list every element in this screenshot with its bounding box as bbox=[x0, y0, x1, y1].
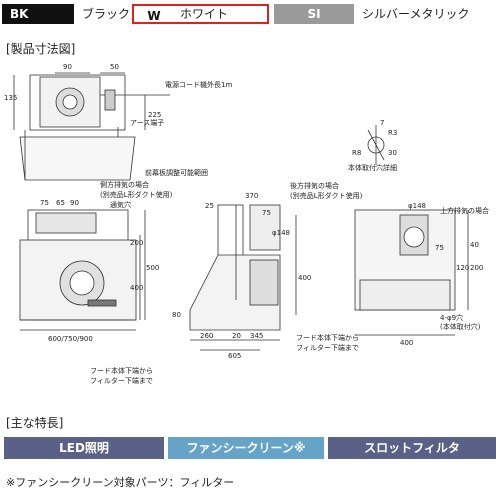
dim-225: 225 bbox=[148, 111, 161, 119]
feature-led-lighting: LED照明 bbox=[4, 437, 164, 459]
dim-7: 7 bbox=[380, 119, 384, 127]
dim-80: 80 bbox=[172, 311, 181, 319]
color-swatch-w[interactable]: W bbox=[132, 4, 174, 24]
color-swatch-w-frame bbox=[174, 4, 269, 24]
feature-fancy-clean: ファンシークリーン※ bbox=[168, 437, 324, 459]
dim-90-front: 90 bbox=[70, 199, 79, 207]
dim-25: 25 bbox=[205, 202, 214, 210]
dim-400-rear: 400 bbox=[400, 339, 413, 347]
front-adjust-label: 前幕板調整可能範囲 bbox=[145, 168, 208, 177]
hood-filter-label-b: フィルター下端まで bbox=[90, 376, 153, 385]
footnote: ※ファンシークリーン対象パーツ：フィルター bbox=[6, 476, 235, 489]
radius-r3: R3 bbox=[388, 129, 397, 137]
mount-hole-label: 本体取付穴詳細 bbox=[348, 163, 397, 172]
color-selector: BK ブラック W ホワイト SI シルバーメタリック bbox=[2, 4, 498, 24]
dim-75b: 75 bbox=[262, 209, 271, 217]
dim-120: 120 bbox=[456, 264, 469, 272]
radius-r8: R8 bbox=[352, 149, 361, 157]
hole-spec-sub: (本体取付穴) bbox=[440, 322, 481, 331]
dim-400-side: 400 bbox=[298, 274, 311, 282]
top-view-outline bbox=[29, 74, 126, 131]
dim-148: φ148 bbox=[272, 229, 290, 237]
side-duct-label: (別売品L形ダクト使用) bbox=[100, 190, 173, 199]
dim-20: 20 bbox=[232, 332, 241, 340]
rear-duct-label: (別売品L形ダクト使用) bbox=[290, 191, 363, 200]
dimensions-title: [製品寸法図] bbox=[6, 42, 76, 56]
color-swatch-bk[interactable]: BK bbox=[2, 4, 74, 24]
side-exhaust-label: 側方排気の場合 bbox=[100, 180, 149, 189]
ground-label: アース端子 bbox=[130, 118, 164, 127]
dimension-drawing: 90 50 135 電源コード機外長1m 225 アース端子 前幕板調整可能範囲… bbox=[4, 63, 489, 385]
cord-label: 電源コード機外長1m bbox=[165, 80, 232, 89]
hood-filter-label-b-side: フィルター下端まで bbox=[296, 343, 359, 352]
top-view-hood bbox=[19, 136, 136, 181]
hood-filter-label-a-side: フード本体下端から bbox=[296, 333, 359, 342]
feature-badges: LED照明 ファンシークリーン※ スロットフィルタ bbox=[4, 437, 496, 459]
vent-label: 通気穴 bbox=[110, 200, 131, 209]
dim-400: 400 bbox=[130, 284, 143, 292]
color-swatch-si[interactable]: SI bbox=[274, 4, 354, 24]
hood-filter-label-a: フード本体下端から bbox=[90, 366, 153, 375]
color-name-bk: ブラック bbox=[82, 7, 131, 21]
upward-exhaust-label: 上方排気の場合 bbox=[440, 206, 489, 215]
hole-spec: 4-φ9穴 bbox=[440, 313, 463, 322]
dim-40: 40 bbox=[470, 241, 479, 249]
dim-605: 605 bbox=[228, 352, 241, 360]
dim-135: 135 bbox=[4, 94, 17, 102]
dim-500: 500 bbox=[146, 264, 159, 272]
dim-65: 65 bbox=[56, 199, 65, 207]
dim-75: 75 bbox=[40, 199, 49, 207]
dim-148-rear: φ148 bbox=[408, 202, 426, 210]
feature-slot-filter: スロットフィルタ bbox=[328, 437, 496, 459]
dim-200: 200 bbox=[130, 239, 143, 247]
rear-exhaust-label: 後方排気の場合 bbox=[290, 181, 339, 190]
dim-345: 345 bbox=[250, 332, 263, 340]
dim-90: 90 bbox=[63, 63, 72, 71]
dim-50: 50 bbox=[110, 63, 119, 71]
dim-260: 260 bbox=[200, 332, 213, 340]
dim-370: 370 bbox=[245, 192, 258, 200]
color-name-w: ホワイト bbox=[180, 7, 229, 21]
dim-75c: 75 bbox=[435, 244, 444, 252]
dim-200-rear: 200 bbox=[470, 264, 483, 272]
width-label: 600/750/900 bbox=[48, 335, 93, 343]
color-name-si: シルバーメタリック bbox=[362, 7, 470, 21]
dim-30: 30 bbox=[388, 149, 397, 157]
features-title: [主な特長] bbox=[6, 416, 64, 430]
